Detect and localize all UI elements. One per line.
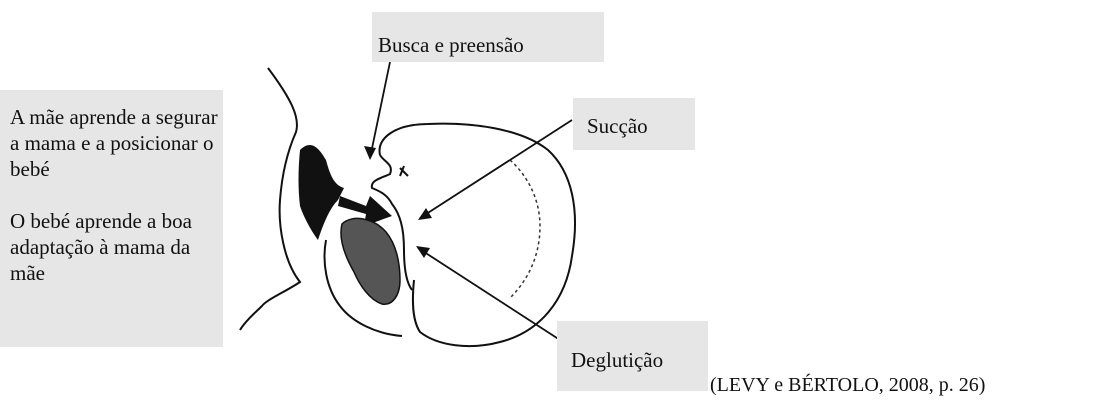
mother-learns-text: A mãe aprende a segurar a mama e a posic… bbox=[10, 104, 223, 182]
baby-learns-text: O bebé aprende a boa adaptação à mama da… bbox=[10, 208, 223, 286]
label-busca-e-preensao: Busca e preensão bbox=[372, 12, 604, 62]
left-caption-box: A mãe aprende a segurar a mama e a posic… bbox=[0, 90, 223, 347]
baby-eye bbox=[400, 166, 408, 176]
pointer-busca bbox=[364, 62, 390, 160]
label-succao: Sucção bbox=[573, 98, 695, 150]
baby-ear-hatching bbox=[510, 160, 540, 298]
pointer-deglutição bbox=[416, 246, 560, 340]
baby-head-outline bbox=[379, 124, 575, 346]
label-deglutição: Deglutição bbox=[557, 321, 708, 391]
baby-hand bbox=[341, 218, 400, 304]
pointer-succao bbox=[418, 120, 572, 220]
mother-breast-outline bbox=[240, 68, 300, 330]
breast-areola-shape bbox=[299, 145, 345, 240]
citation-text: (LEVY e BÉRTOLO, 2008, p. 26) bbox=[710, 374, 985, 397]
